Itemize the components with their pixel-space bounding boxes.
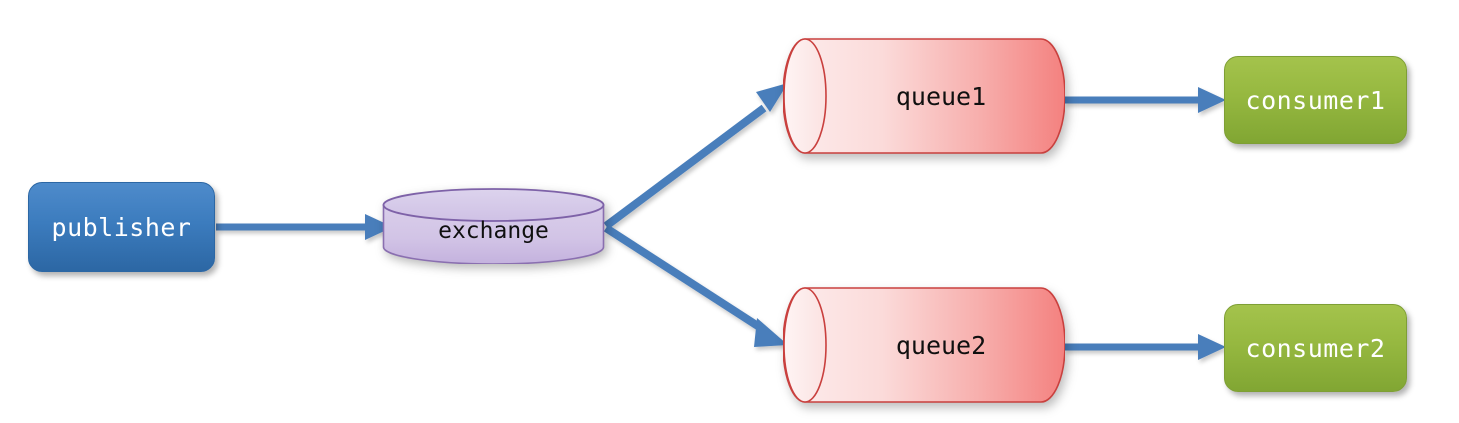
node-publisher[interactable]: publisher	[28, 182, 215, 272]
node-queue2-label: queue2	[895, 330, 987, 360]
queue1-cylinder-shape	[783, 38, 1065, 154]
edge-queue2-consumer2	[1064, 334, 1226, 360]
edge-exchange-queue1	[603, 83, 788, 230]
edge-publisher-exchange	[216, 214, 393, 240]
node-exchange[interactable]: exchange	[382, 188, 605, 264]
exchange-cylinder-shape	[382, 188, 605, 264]
node-queue1-label: queue1	[895, 81, 987, 111]
node-consumer2-label: consumer2	[1245, 333, 1386, 363]
node-consumer1[interactable]: consumer1	[1224, 56, 1407, 144]
node-consumer2[interactable]: consumer2	[1224, 304, 1407, 392]
node-exchange-label: exchange	[438, 218, 549, 244]
edge-queue1-consumer1	[1064, 87, 1226, 113]
node-queue2[interactable]: queue2	[783, 285, 1065, 405]
node-publisher-label: publisher	[51, 212, 192, 242]
node-consumer1-label: consumer1	[1245, 85, 1386, 115]
node-queue1[interactable]: queue1	[783, 36, 1065, 156]
queue2-cylinder-shape	[783, 287, 1065, 403]
edge-exchange-queue2	[603, 224, 788, 347]
